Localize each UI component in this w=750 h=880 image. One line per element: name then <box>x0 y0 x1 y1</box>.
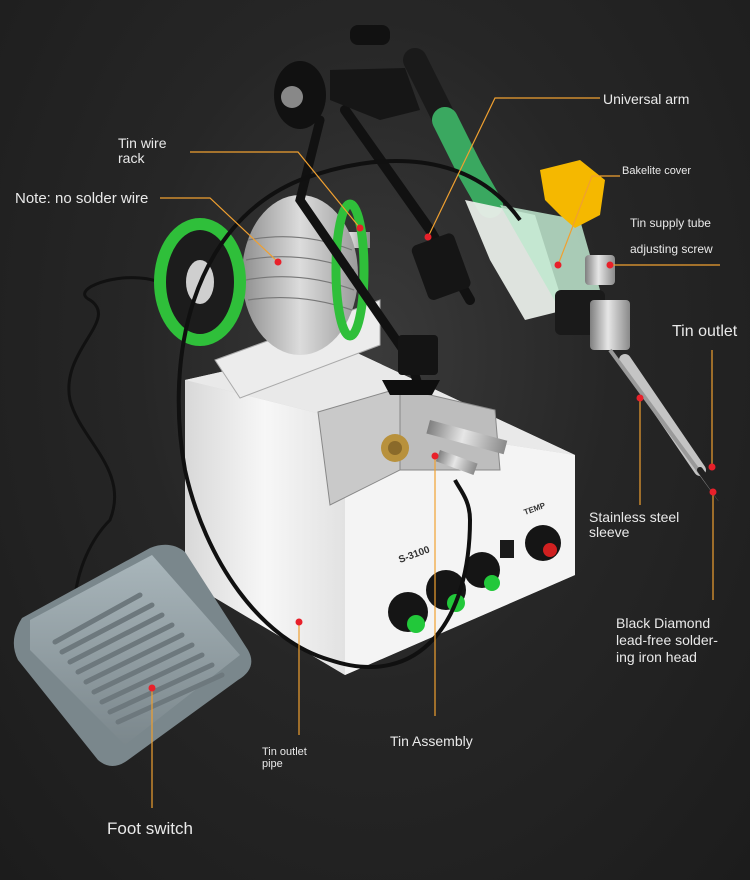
iron-tip <box>697 467 728 508</box>
label-foot-switch: Foot switch <box>107 819 193 838</box>
marker-dots <box>148 224 717 692</box>
leader-lines <box>151 97 720 808</box>
pedal-cable <box>67 276 202 691</box>
power-switch[interactable] <box>500 540 514 558</box>
knob-3[interactable] <box>464 552 500 591</box>
tin-assembly-unit <box>317 387 508 506</box>
steel-sleeve <box>619 354 706 476</box>
label-black-diamond-head: Black Diamond lead-free solder- ing iron… <box>616 615 718 665</box>
label-tin-outlet: Tin outlet <box>672 323 738 340</box>
label-stainless-sleeve: Stainless steel sleeve <box>589 510 679 539</box>
label-tin-outlet-pipe-line1: Tin outlet <box>262 746 307 758</box>
label-bakelite-cover: Bakelite cover <box>622 165 692 177</box>
label-tin-outlet-pipe-line2: pipe <box>262 757 283 770</box>
label-tin-wire-rack: Tin wire rack <box>118 136 167 165</box>
label-no-solder-wire: Note: no solder wire <box>15 190 149 207</box>
label-tin-supply-tube: Tin supply tube <box>630 216 711 230</box>
label-black-diamond-line2: lead-free solder- <box>616 631 718 648</box>
knob-1[interactable] <box>388 592 428 633</box>
temp-knob[interactable] <box>525 525 561 561</box>
label-stainless-sleeve-line1: Stainless steel <box>589 509 680 525</box>
label-black-diamond-line1: Black Diamond <box>616 615 711 631</box>
tin-outlet-pipe-line <box>176 158 522 669</box>
soldering-iron <box>403 48 728 508</box>
foot-pedal[interactable] <box>13 544 252 766</box>
universal-arm <box>274 25 475 395</box>
label-tin-assembly: Tin Assembly <box>390 733 473 749</box>
label-universal-arm: Universal arm <box>603 91 690 107</box>
label-tin-wire-rack-line1: Tin wire <box>118 135 167 151</box>
label-black-diamond-line3: ing iron head <box>616 648 697 665</box>
label-adjusting-screw: adjusting screw <box>630 242 713 256</box>
bakelite-cover[interactable] <box>540 160 605 228</box>
solder-spool <box>154 195 369 355</box>
label-tin-outlet-pipe: Tin outlet pipe <box>262 746 307 770</box>
label-tin-wire-rack-line2: rack <box>118 149 145 166</box>
label-stainless-sleeve-line2: sleeve <box>589 523 630 540</box>
